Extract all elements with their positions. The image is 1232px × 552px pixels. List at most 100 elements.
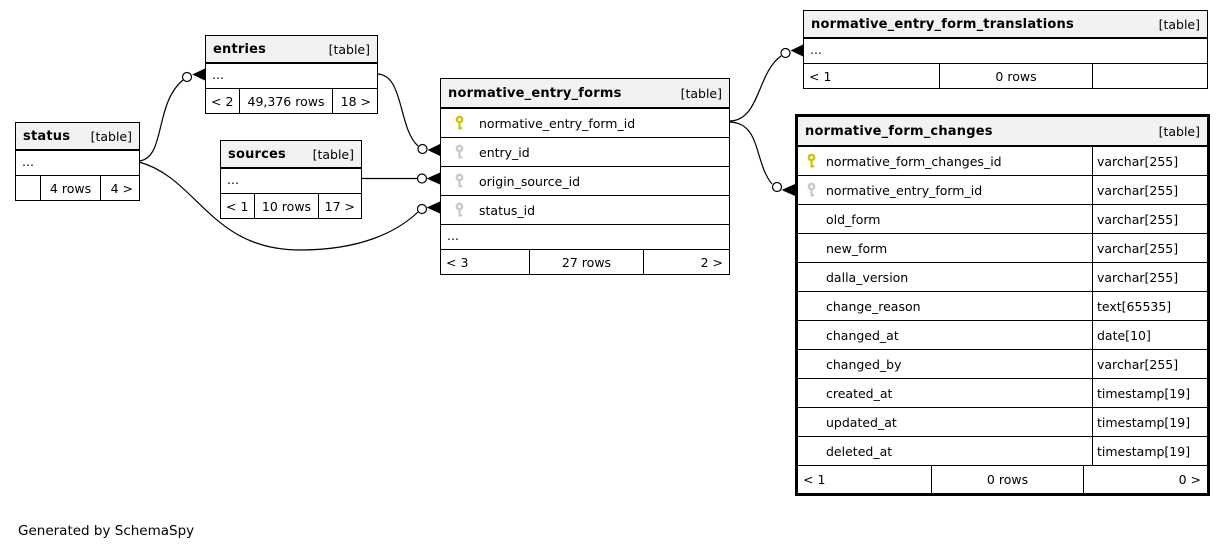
relationship-status-entries [138, 68, 205, 162]
table-footer: < 3 27 rows 2 > [441, 249, 729, 274]
generated-by-label: Generated by SchemaSpy [18, 523, 195, 539]
footer-prev[interactable]: < 1 [226, 198, 249, 214]
column-type: text[65535] [1092, 292, 1207, 320]
relationship-status-forms [138, 161, 440, 251]
column-row-change-reason[interactable]: change_reason text[65535] [798, 291, 1207, 320]
table-footer: < 1 0 rows [804, 63, 1207, 88]
foreign-key-icon [454, 144, 465, 160]
column-name: status_id [479, 202, 536, 218]
footer-prev[interactable]: < 1 [803, 472, 826, 487]
table-header[interactable]: normative_entry_form_translations [table… [804, 11, 1207, 38]
footer-next[interactable]: 4 > [110, 180, 133, 196]
table-title: normative_entry_forms [448, 85, 622, 101]
relationship-sources-forms [362, 172, 440, 185]
footer-next[interactable]: 17 > [324, 198, 355, 214]
footer-row-count: 0 rows [931, 466, 1084, 493]
column-name: change_reason [826, 298, 921, 314]
table-sources[interactable]: sources [table] ... < 1 10 rows 17 > [220, 140, 362, 219]
table-header[interactable]: normative_form_changes [table] [798, 117, 1207, 146]
column-row-normative-form-changes-id[interactable]: normative_form_changes_id varchar[255] [798, 146, 1207, 175]
column-type: varchar[255] [1092, 263, 1207, 291]
column-name: updated_at [826, 414, 897, 430]
footer-row-count: 27 rows [529, 250, 644, 274]
column-name: entry_id [479, 144, 530, 160]
column-type: timestamp[19] [1092, 379, 1207, 407]
columns-ellipsis: ... [16, 150, 139, 175]
table-footer: 4 rows 4 > [16, 175, 139, 200]
table-status[interactable]: status [table] ... 4 rows 4 > [15, 122, 140, 201]
column-row-changed-by[interactable]: changed_by varchar[255] [798, 349, 1207, 378]
column-name: old_form [826, 211, 881, 227]
table-normative-entry-forms[interactable]: normative_entry_forms [table] normative_… [440, 78, 730, 275]
column-row-entry-id[interactable]: entry_id [441, 137, 729, 166]
table-header[interactable]: sources [table] [221, 141, 361, 168]
table-title: normative_entry_form_translations [811, 16, 1074, 32]
column-type: varchar[255] [1092, 205, 1207, 233]
footer-next[interactable]: 2 > [700, 254, 723, 270]
column-name: deleted_at [826, 443, 893, 459]
foreign-key-icon [806, 182, 817, 198]
footer-prev[interactable]: < 3 [446, 254, 469, 270]
column-type: varchar[255] [1092, 234, 1207, 262]
table-header[interactable]: entries [table] [206, 36, 377, 63]
table-kind-label: [table] [1158, 123, 1200, 139]
columns-ellipsis: ... [804, 38, 1207, 63]
primary-key-icon [806, 153, 817, 169]
column-name: normative_entry_form_id [479, 115, 636, 131]
footer-next[interactable]: 0 > [1178, 472, 1201, 487]
table-header[interactable]: normative_entry_forms [table] [441, 79, 729, 108]
column-name: normative_form_changes_id [826, 153, 1002, 169]
relationship-forms-translations [729, 44, 803, 122]
footer-prev[interactable]: < 2 [211, 93, 234, 109]
table-entries[interactable]: entries [table] ... < 2 49,376 rows 18 > [205, 35, 378, 114]
column-row-changed-at[interactable]: changed_at date[10] [798, 320, 1207, 349]
footer-prev[interactable]: < 1 [809, 68, 832, 84]
column-name: dalla_version [826, 269, 909, 285]
column-name: normative_entry_form_id [826, 182, 983, 198]
columns-ellipsis: ... [441, 224, 729, 249]
table-kind-label: [table] [90, 128, 132, 144]
column-type: timestamp[19] [1092, 408, 1207, 436]
column-type: timestamp[19] [1092, 437, 1207, 465]
table-title: sources [228, 146, 286, 162]
footer-row-count: 49,376 rows [239, 89, 333, 113]
table-kind-label: [table] [1158, 16, 1200, 32]
columns-ellipsis: ... [221, 168, 361, 193]
columns-ellipsis: ... [206, 63, 377, 88]
table-title: status [23, 128, 71, 144]
column-row-origin-source-id[interactable]: origin_source_id [441, 166, 729, 195]
column-row-created-at[interactable]: created_at timestamp[19] [798, 378, 1207, 407]
column-row-deleted-at[interactable]: deleted_at timestamp[19] [798, 436, 1207, 465]
column-row-status-id[interactable]: status_id [441, 195, 729, 224]
footer-row-count: 0 rows [939, 64, 1093, 88]
column-name: changed_by [826, 356, 902, 372]
footer-row-count: 4 rows [40, 176, 101, 200]
column-row-normative-entry-form-id[interactable]: normative_entry_form_id [441, 108, 729, 137]
footer-prev [16, 176, 40, 200]
column-type: date[10] [1092, 321, 1207, 349]
footer-next[interactable]: 18 > [340, 93, 371, 109]
column-type: varchar[255] [1092, 350, 1207, 378]
column-row-dalla-version[interactable]: dalla_version varchar[255] [798, 262, 1207, 291]
table-normative-form-changes[interactable]: normative_form_changes [table] normative… [795, 114, 1210, 496]
table-footer: < 1 0 rows 0 > [798, 465, 1207, 493]
table-kind-label: [table] [680, 85, 722, 101]
footer-next [1093, 64, 1207, 88]
table-kind-label: [table] [328, 41, 370, 57]
table-title: normative_form_changes [805, 123, 993, 139]
table-normative-entry-form-translations[interactable]: normative_entry_form_translations [table… [803, 10, 1208, 89]
column-name: created_at [826, 385, 893, 401]
column-row-updated-at[interactable]: updated_at timestamp[19] [798, 407, 1207, 436]
table-footer: < 2 49,376 rows 18 > [206, 88, 377, 113]
column-row-old-form[interactable]: old_form varchar[255] [798, 204, 1207, 233]
table-header[interactable]: status [table] [16, 123, 139, 150]
table-title: entries [213, 41, 267, 57]
column-row-normative-entry-form-id[interactable]: normative_entry_form_id varchar[255] [798, 175, 1207, 204]
table-footer: < 1 10 rows 17 > [221, 193, 361, 218]
column-name: new_form [826, 240, 888, 256]
table-kind-label: [table] [312, 146, 354, 162]
column-row-new-form[interactable]: new_form varchar[255] [798, 233, 1207, 262]
column-type: varchar[255] [1092, 176, 1207, 204]
